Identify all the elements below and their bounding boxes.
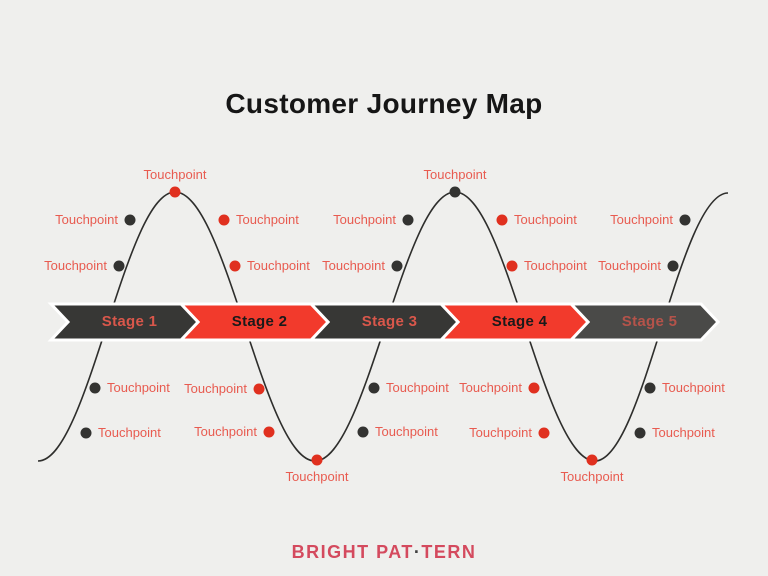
stage-arrow-3 <box>307 302 461 342</box>
touchpoint-dot-16-red <box>496 214 508 226</box>
touchpoint-dot-6-red <box>218 214 230 226</box>
touchpoint-dot-5-red <box>169 186 181 198</box>
touchpoint-dot-15-dark <box>449 186 461 198</box>
touchpoint-dot-1-dark <box>80 427 92 439</box>
touchpoint-dot-17-red <box>506 260 518 272</box>
touchpoint-dot-8-red <box>253 383 265 395</box>
touchpoint-dot-10-red <box>311 454 323 466</box>
touchpoint-dots <box>80 186 691 466</box>
touchpoint-dot-3-dark <box>113 260 125 272</box>
touchpoint-dot-4-dark <box>124 214 136 226</box>
stage-arrow-1 <box>47 302 201 342</box>
stage-arrow-5 <box>567 302 721 342</box>
stage-arrow-4 <box>437 302 591 342</box>
touchpoint-dot-20-red <box>586 454 598 466</box>
touchpoint-dot-21-dark <box>634 427 646 439</box>
page-title: Customer Journey Map <box>225 88 543 119</box>
stage-arrow-2 <box>177 302 331 342</box>
stage-arrows <box>47 302 721 342</box>
touchpoint-dot-2-dark <box>89 382 101 394</box>
logo-text-left: BRIGHT PAT <box>291 542 414 562</box>
touchpoint-dot-13-dark <box>391 260 403 272</box>
touchpoint-dot-18-red <box>528 382 540 394</box>
touchpoint-dot-12-dark <box>368 382 380 394</box>
bright-pattern-logo: BRIGHT PAT·TERN <box>0 542 768 563</box>
touchpoint-dot-11-dark <box>357 426 369 438</box>
touchpoint-dot-19-red <box>538 427 550 439</box>
touchpoint-dot-22-dark <box>644 382 656 394</box>
touchpoint-dot-24-dark <box>679 214 691 226</box>
logo-dot: · <box>413 542 422 562</box>
touchpoint-dot-7-red <box>229 260 241 272</box>
touchpoint-dot-14-dark <box>402 214 414 226</box>
touchpoint-dot-23-dark <box>667 260 679 272</box>
logo-text-right: TERN <box>421 542 477 562</box>
touchpoint-dot-9-red <box>263 426 275 438</box>
